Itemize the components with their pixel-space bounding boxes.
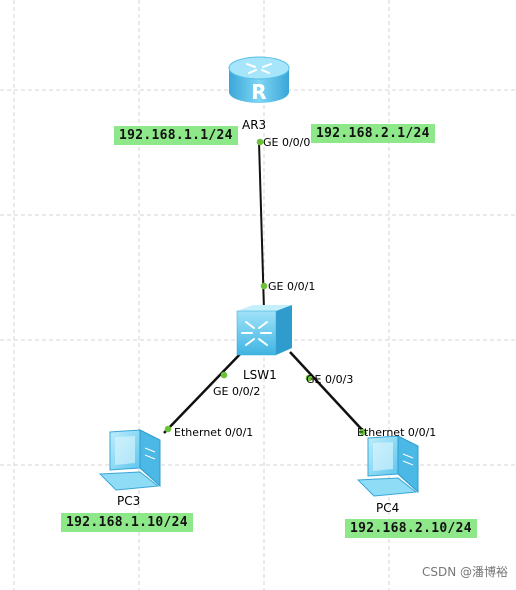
router-left-ip-tag: 192.168.1.1/24 [114,126,238,145]
switch-name-label: LSW1 [243,368,277,382]
port-dot-pc4 [359,428,367,436]
link-router-switch[interactable] [258,141,265,311]
link-switch-pc3[interactable] [163,349,245,434]
router-port-label: GE 0/0/0 [263,136,311,149]
switch-pc3-port-label: GE 0/0/2 [213,385,261,398]
pc4-name-label: PC4 [376,501,400,515]
pc3-ip-tag: 192.168.1.10/24 [61,513,193,532]
switch-up-port-label: GE 0/0/1 [268,280,316,293]
port-dot-router [256,138,264,146]
pc3-name-label: PC3 [117,494,141,508]
pc3-port-label: Ethernet 0/0/1 [174,426,254,439]
svg-text:R: R [251,80,266,104]
router-name-label: AR3 [242,118,267,132]
pc4-port-label: Ethernet 0/0/1 [357,426,437,439]
router-icon[interactable]: R [228,56,290,104]
switch-icon[interactable] [236,305,292,356]
port-dot-switch-pc3 [220,371,228,379]
pc-icon[interactable] [98,429,161,491]
port-dot-switch-up [260,282,268,290]
port-dot-pc3 [164,425,172,433]
pc4-ip-tag: 192.168.2.10/24 [345,519,477,538]
watermark: CSDN @潘博裕 [421,565,508,579]
switch-pc4-port-label: GE 0/0/3 [306,373,354,386]
link-switch-pc4[interactable] [289,351,367,435]
router-right-ip-tag: 192.168.2.1/24 [311,124,435,143]
pc-icon[interactable] [356,435,419,497]
port-dot-switch-pc4 [305,374,313,382]
